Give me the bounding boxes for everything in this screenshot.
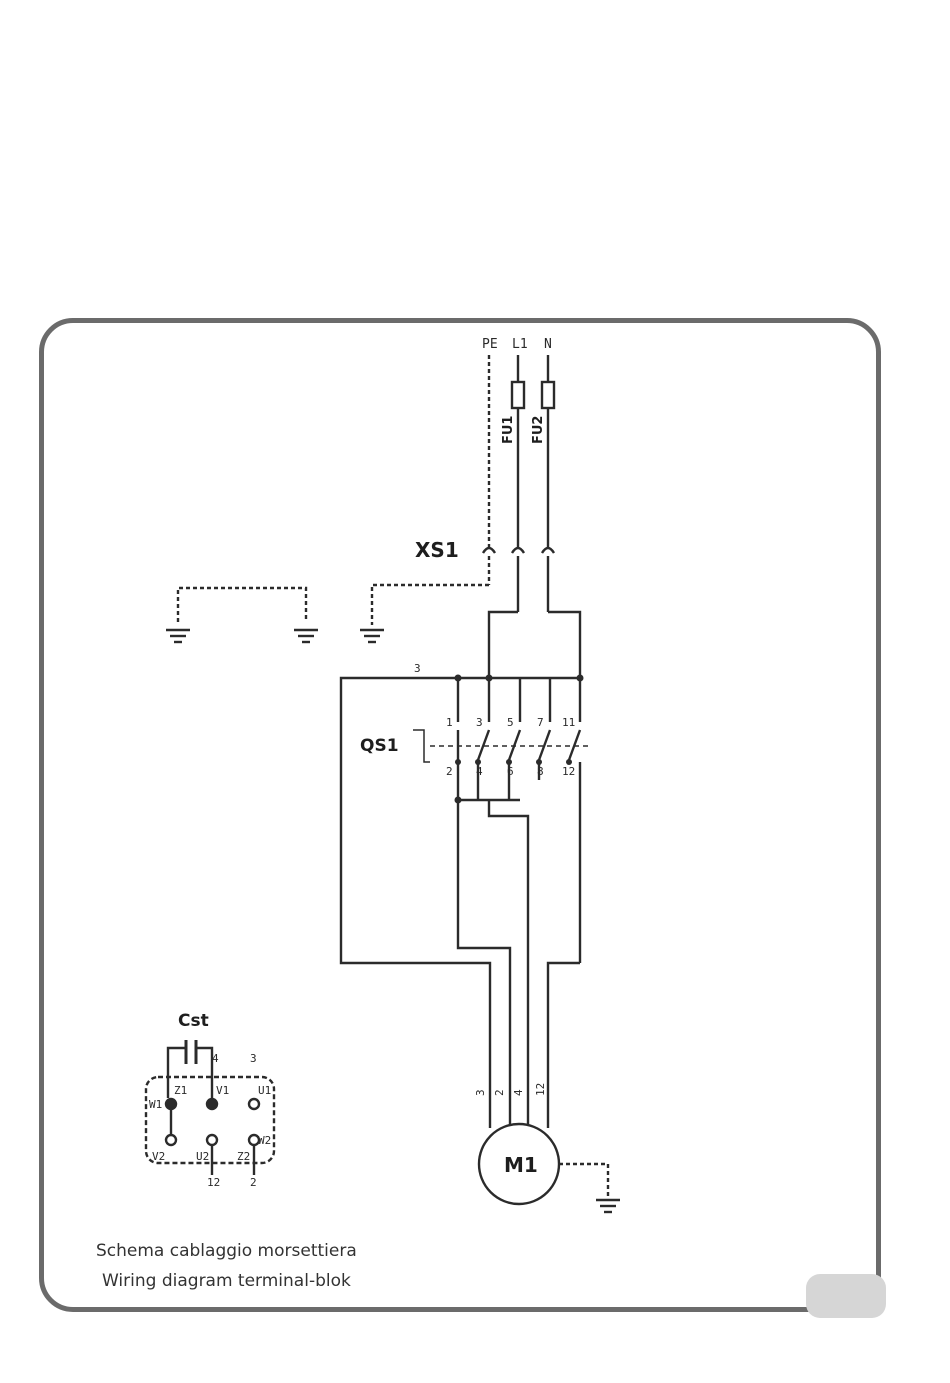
fuse-label-fu2: FU2 xyxy=(531,416,546,444)
motor-label: M1 xyxy=(504,1153,538,1177)
motor-wire-label: 3 xyxy=(474,1089,487,1096)
switch-pin: 1 xyxy=(446,716,453,729)
xs1-socket-n xyxy=(542,548,554,553)
terminal-label-v2: V2 xyxy=(152,1150,165,1163)
capacitor-label: Cst xyxy=(178,1011,209,1031)
chassis-ground-wire xyxy=(178,588,306,622)
terminal-label-z2: Z2 xyxy=(237,1150,250,1163)
switch-pin: 11 xyxy=(562,716,575,729)
fuse-fu1 xyxy=(512,382,524,408)
motor-wire-label: 2 xyxy=(493,1089,506,1096)
fuse-label-fu1: FU1 xyxy=(501,416,516,444)
terminal-label-u1: U1 xyxy=(258,1084,271,1097)
switch-pin: 4 xyxy=(476,765,483,778)
terminal-v2 xyxy=(166,1135,176,1145)
qs1-contact-3 xyxy=(478,730,489,760)
ground-icon xyxy=(294,630,318,642)
ground-icon xyxy=(360,630,384,642)
switch-pin: 3 xyxy=(476,716,483,729)
supply-label-pe: PE xyxy=(482,337,498,352)
ground-icon xyxy=(596,1200,620,1212)
supply-label-n: N xyxy=(544,337,552,352)
qs1-contact-7 xyxy=(539,730,550,760)
ground-icon xyxy=(166,630,190,642)
supply-label-l1: L1 xyxy=(512,337,528,352)
terminal-label-w1: W1 xyxy=(149,1098,162,1111)
motor-wire-label: 4 xyxy=(512,1089,525,1096)
motor-wire-label: 12 xyxy=(534,1083,547,1096)
terminal-under-label: 2 xyxy=(250,1176,257,1189)
pe-ground-wire xyxy=(372,585,489,625)
terminal-label-w2: W2 xyxy=(258,1134,271,1147)
terminal-label-z1: Z1 xyxy=(174,1084,187,1097)
capacitor-lead-label: 3 xyxy=(250,1052,257,1065)
terminal-under-label: 12 xyxy=(207,1176,220,1189)
terminal-u1 xyxy=(249,1099,259,1109)
terminal-v1 xyxy=(207,1099,217,1109)
switch-pin: 12 xyxy=(562,765,575,778)
xs1-socket-pe xyxy=(483,548,495,553)
connector-label: XS1 xyxy=(415,538,459,562)
switch-pin: 7 xyxy=(537,716,544,729)
switch-label: QS1 xyxy=(360,736,399,756)
switch-pin: 5 xyxy=(507,716,514,729)
terminal-u2 xyxy=(207,1135,217,1145)
qs1-contact-11 xyxy=(569,730,580,760)
switch-pin: 2 xyxy=(446,765,453,778)
caption-line-1: Schema cablaggio morsettiera xyxy=(96,1241,357,1261)
bus-label: 3 xyxy=(414,662,421,675)
terminal-label-v1: V1 xyxy=(216,1084,229,1097)
caption-line-2: Wiring diagram terminal-blok xyxy=(102,1271,351,1291)
capacitor-lead-label: 4 xyxy=(212,1052,219,1065)
fuse-fu2 xyxy=(542,382,554,408)
xs1-socket-l1 xyxy=(512,548,524,553)
terminal-label-u2: U2 xyxy=(196,1150,209,1163)
switch-pin: 6 xyxy=(507,765,514,778)
terminal-z1 xyxy=(166,1099,176,1109)
qs1-contact-5 xyxy=(509,730,520,760)
switch-pin: 8 xyxy=(537,765,544,778)
